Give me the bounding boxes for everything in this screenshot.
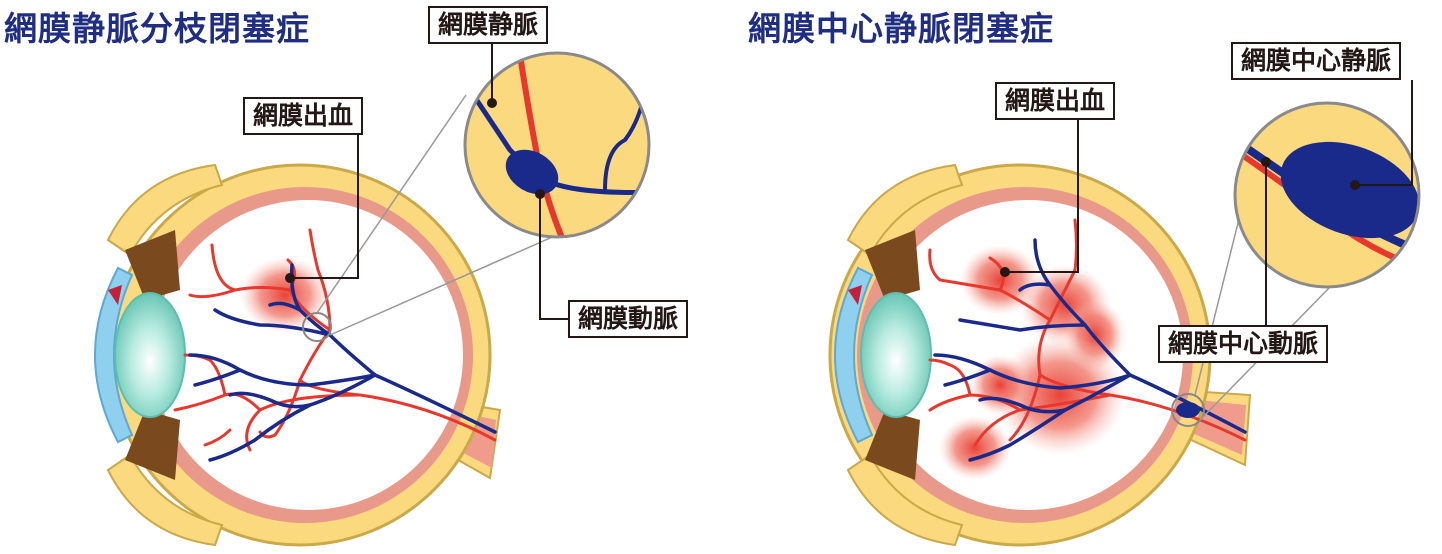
vein-network	[188, 263, 497, 462]
iris-right	[865, 230, 920, 300]
label-central-retinal-vein: 網膜中心静脈	[1231, 42, 1402, 80]
lower-eyelid-right	[846, 453, 964, 547]
title-branch-retinal-vein-occlusion: 網膜静脈分枝閉塞症	[4, 9, 310, 48]
right-eye	[828, 80, 1421, 547]
artery-network-right	[928, 218, 1247, 447]
cornea	[94, 266, 134, 444]
zoom-detail-left	[463, 51, 651, 239]
label-retinal-hemorrhage-right: 網膜出血	[995, 82, 1116, 120]
title-central-retinal-vein-occlusion: 網膜中心静脈閉塞症	[748, 9, 1054, 48]
callout-lines-left	[285, 44, 568, 320]
upper-eyelid-right	[846, 163, 964, 257]
lens-right	[860, 292, 932, 418]
cornea-right	[834, 266, 874, 444]
lens	[114, 292, 186, 418]
vitreous	[153, 200, 463, 510]
vein-network-right	[933, 238, 1247, 462]
upper-eyelid	[106, 163, 224, 257]
callout-lines-right	[1000, 80, 1413, 325]
zoom-detail-right	[1233, 101, 1421, 289]
label-retinal-vein: 網膜静脈	[428, 6, 549, 44]
left-eye	[94, 44, 651, 547]
lower-eyelid	[106, 453, 224, 547]
label-central-retinal-artery: 網膜中心動脈	[1158, 325, 1329, 363]
occlusion-node	[1176, 402, 1200, 418]
label-retinal-hemorrhage-left: 網膜出血	[243, 97, 364, 135]
label-retinal-artery: 網膜動脈	[568, 300, 689, 338]
focus-circle-right	[1171, 393, 1205, 427]
iris	[125, 230, 180, 300]
